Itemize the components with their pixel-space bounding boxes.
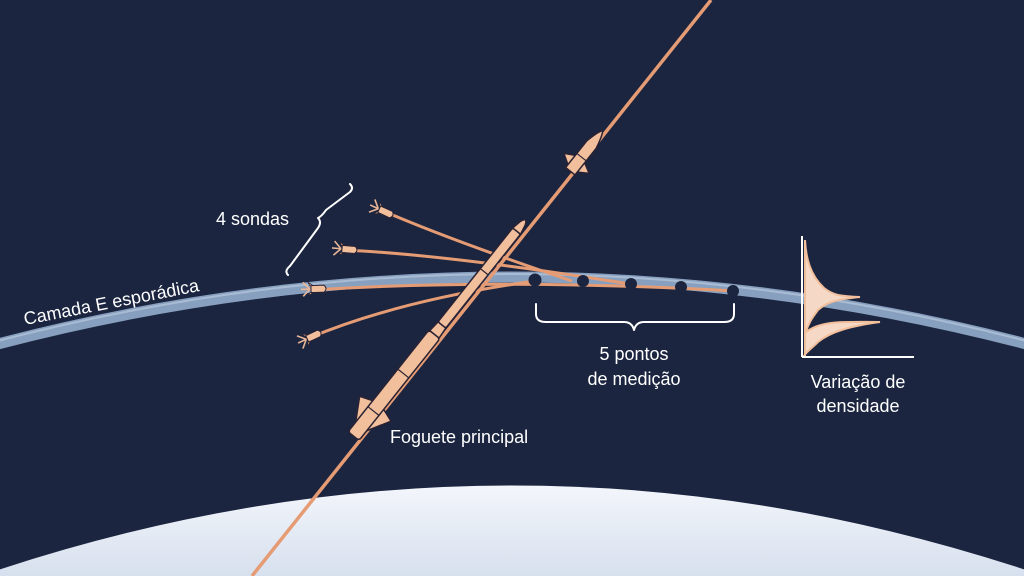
measurement-point-2 bbox=[577, 275, 589, 287]
sporadic-e-layer-highlight bbox=[0, 273, 1024, 342]
measurement-point-3 bbox=[625, 278, 637, 290]
upper-stage bbox=[562, 129, 604, 177]
density-graph bbox=[801, 236, 914, 358]
measurement-point-1 bbox=[528, 273, 542, 287]
sporadic-e-layer bbox=[0, 271, 1024, 350]
density-label-line2: densidade bbox=[816, 396, 899, 416]
measurement-point-4 bbox=[675, 281, 687, 293]
points-label-line2: de medição bbox=[587, 369, 680, 389]
probes-label: 4 sondas bbox=[216, 209, 289, 229]
points-bracket bbox=[535, 303, 735, 331]
rocket-trajectory bbox=[250, 0, 713, 576]
points-label-line1: 5 pontos bbox=[599, 344, 668, 364]
probe-trajectory-4 bbox=[308, 279, 536, 340]
density-label-line1: Variação de bbox=[811, 372, 906, 392]
main-rocket bbox=[348, 219, 527, 440]
density-curve bbox=[802, 239, 881, 357]
probes-bracket bbox=[285, 183, 353, 276]
measurement-point-5 bbox=[727, 285, 739, 297]
rocket-label: Foguete principal bbox=[390, 427, 528, 447]
earth-surface bbox=[0, 485, 1024, 576]
